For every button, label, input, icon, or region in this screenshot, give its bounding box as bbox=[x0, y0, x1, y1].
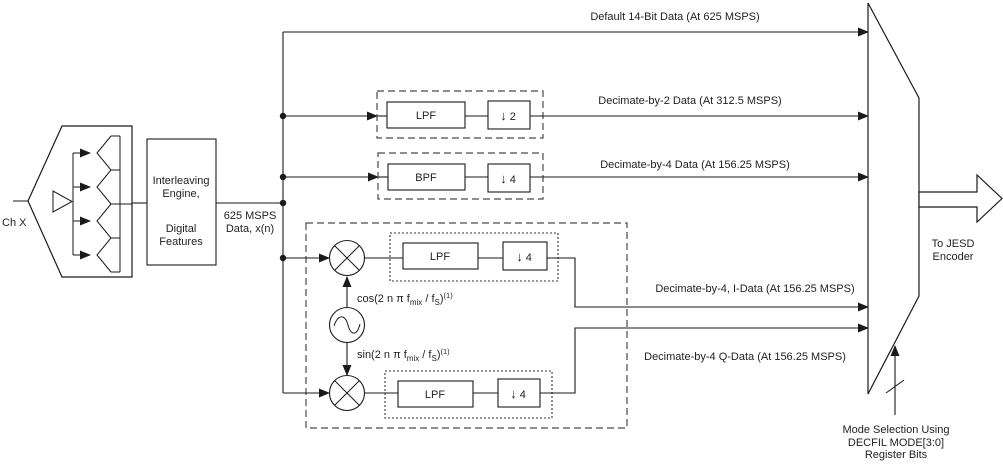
down-arrow-icon: ↓ bbox=[500, 171, 507, 186]
mux-shape bbox=[867, 2, 920, 395]
dec4-dashed-group-box bbox=[377, 152, 544, 200]
engine-box bbox=[146, 138, 217, 266]
engine-label-1: Interleaving bbox=[153, 175, 210, 187]
main-data-bus: 625 MSPS Data, x(n) bbox=[216, 32, 287, 393]
i-lpf-label: LPF bbox=[430, 251, 450, 263]
i-dotted-group-box bbox=[389, 232, 559, 282]
dec2-lpf-box bbox=[386, 101, 466, 129]
cos-label: cos(2 n π fmix / fS)(1) bbox=[357, 291, 453, 307]
default-path-label: Default 14-Bit Data (At 625 MSPS) bbox=[590, 11, 759, 23]
dec2-dashed-group-box bbox=[376, 90, 544, 139]
mode-select-label-3: Register Bits bbox=[865, 449, 928, 461]
mode-select-label-1: Mode Selection Using bbox=[842, 424, 949, 436]
local-oscillator bbox=[328, 276, 366, 376]
q-lpf-label: LPF bbox=[425, 389, 445, 401]
bus-width-tick bbox=[885, 379, 905, 394]
adc-body-hexagon bbox=[27, 125, 133, 278]
path-default: Default 14-Bit Data (At 625 MSPS) bbox=[283, 11, 869, 37]
output-mux: Mode Selection Using DECFIL MODE[3:0] Re… bbox=[842, 2, 1003, 461]
adc-channel-symbol: Ch X bbox=[2, 125, 133, 278]
q-dotted-group-box bbox=[384, 370, 553, 419]
sine-wave-icon bbox=[333, 316, 361, 334]
channel-label: Ch X bbox=[2, 217, 27, 229]
path-decimate-by-4: BPF ↓4 Decimate-by-4 Data (At 156.25 MSP… bbox=[283, 152, 869, 200]
sub-adc-array bbox=[72, 135, 132, 273]
dec4-decimator-box bbox=[487, 163, 531, 193]
i-path-label: Decimate-by-4, I-Data (At 156.25 MSPS) bbox=[655, 283, 854, 295]
dec2-decimator-box bbox=[487, 100, 531, 130]
bus-rate-label-2: Data, x(n) bbox=[226, 223, 274, 235]
dec4-bpf-label: BPF bbox=[415, 172, 437, 184]
q-mixer-multiplier bbox=[328, 374, 366, 412]
down-arrow-icon: ↓ bbox=[500, 108, 507, 123]
mixer-dashed-group-box bbox=[305, 222, 628, 429]
jesd-label-1: To JESD bbox=[932, 238, 975, 250]
path-decimate-by-2: LPF ↓2 Decimate-by-2 Data (At 312.5 MSPS… bbox=[283, 90, 869, 139]
input-buffer-triangle bbox=[52, 190, 74, 213]
q-output-line bbox=[540, 323, 869, 394]
i-lpf-box bbox=[402, 242, 479, 270]
dec4-decimator-label: ↓4 bbox=[500, 171, 516, 186]
q-decimator-label: ↓4 bbox=[510, 386, 526, 401]
sin-label: sin(2 n π fmix / fS)(1) bbox=[357, 347, 450, 363]
dec4-path-label: Decimate-by-4 Data (At 156.25 MSPS) bbox=[600, 159, 790, 171]
i-mixer-x-2 bbox=[334, 245, 360, 271]
i-decimator-box bbox=[502, 241, 548, 271]
i-output-line bbox=[547, 257, 869, 312]
q-mixer-x-2 bbox=[334, 380, 360, 406]
engine-label-2: Engine, bbox=[162, 188, 199, 200]
jesd-output-block-arrow bbox=[918, 173, 1003, 224]
i-mixer-multiplier bbox=[328, 239, 366, 277]
dec2-decimator-label: ↓2 bbox=[500, 108, 516, 123]
dec2-path-label: Decimate-by-2 Data (At 312.5 MSPS) bbox=[598, 95, 781, 107]
q-lpf-box bbox=[397, 380, 474, 408]
interleaving-engine-block: Interleaving Engine, Digital Features bbox=[132, 138, 217, 266]
bus-junction-dot-3 bbox=[279, 199, 287, 207]
complex-mixer-section: LPF ↓4 Decimate-by-4, I-Data (At 156.25 … bbox=[283, 222, 869, 429]
down-arrow-icon: ↓ bbox=[516, 249, 523, 264]
engine-label-3: Digital bbox=[166, 223, 197, 235]
down-arrow-icon: ↓ bbox=[510, 386, 517, 401]
jesd-label-2: Encoder bbox=[933, 251, 974, 263]
dec4-bpf-box bbox=[387, 163, 466, 191]
q-path-label: Decimate-by-4 Q-Data (At 156.25 MSPS) bbox=[644, 351, 846, 363]
engine-label-4: Features bbox=[159, 236, 203, 248]
mode-select-label-2: DECFIL MODE[3:0] bbox=[848, 437, 944, 449]
bus-rate-label-1: 625 MSPS bbox=[224, 210, 277, 222]
dec2-lpf-label: LPF bbox=[416, 110, 436, 122]
i-decimator-label: ↓4 bbox=[516, 249, 532, 264]
